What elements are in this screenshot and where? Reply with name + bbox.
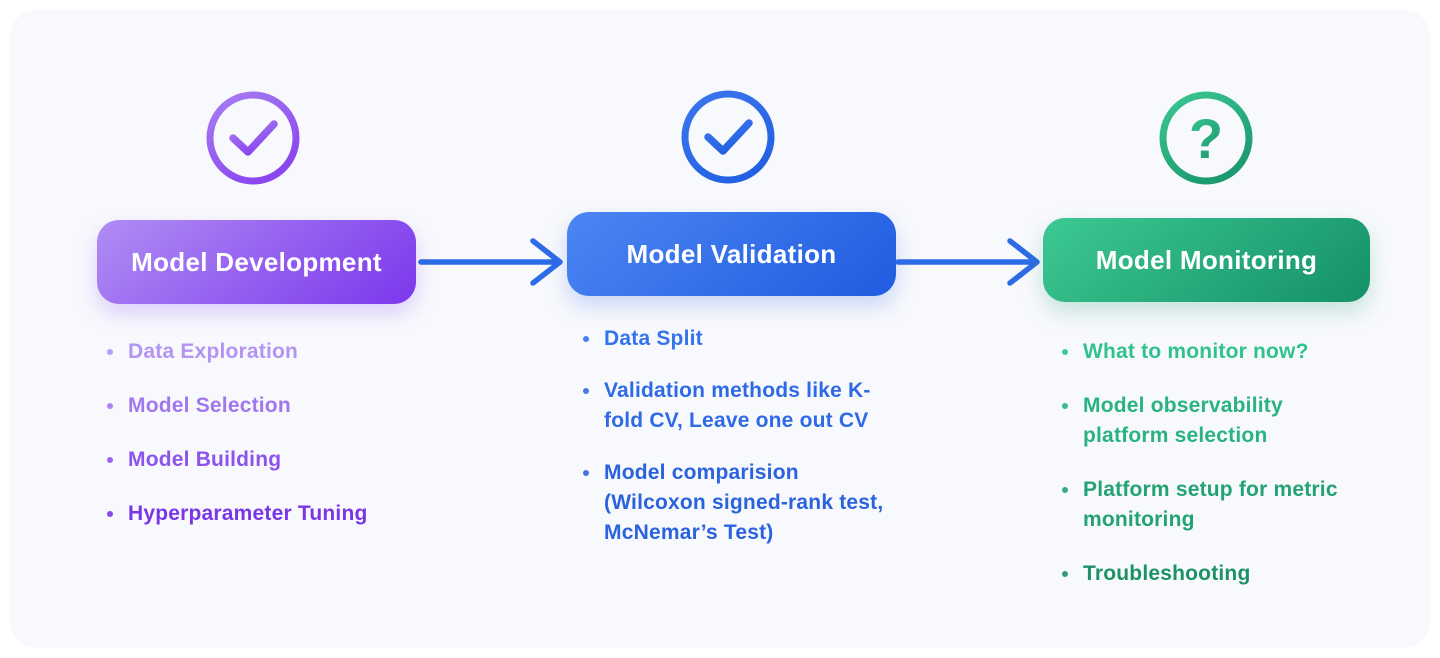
bullet-dot-icon [583, 336, 589, 342]
bullet-dot-icon [583, 470, 589, 476]
list-item-text: Troubleshooting [1083, 562, 1251, 585]
diagram-panel: Model Development Data Exploration Model… [10, 10, 1430, 648]
list-item-text: Model observability platform selection [1083, 394, 1283, 447]
stage-title: Model Monitoring [1095, 244, 1318, 275]
stage-title: Model Development [131, 246, 382, 277]
list-item-text: Data Exploration [128, 340, 299, 363]
bullet-dot-icon [583, 388, 589, 394]
list-item-text: Model Building [128, 448, 282, 471]
bullet-dot-icon [107, 511, 113, 517]
bullet-dot-icon [107, 457, 113, 463]
check-circle-icon [680, 89, 776, 185]
list-item: Validation methods like K- fold CV, Leav… [583, 376, 903, 436]
list-item-text: Validation methods like K- fold CV, Leav… [604, 379, 871, 432]
list-item: Model Selection [107, 391, 427, 421]
stage-node-model-validation: Model Validation [567, 212, 896, 296]
bullet-dot-icon [1062, 487, 1068, 493]
list-item: Data Split [583, 324, 903, 354]
bullet-dot-icon [1062, 403, 1068, 409]
stage-node-model-monitoring: Model Monitoring [1043, 218, 1370, 302]
list-item: What to monitor now? [1062, 337, 1372, 367]
stage-list-model-monitoring: What to monitor now? Model observability… [1062, 337, 1372, 613]
flow-arrow-2-icon [892, 232, 1044, 292]
bullet-dot-icon [107, 349, 113, 355]
check-circle-icon [205, 90, 301, 186]
list-item: Platform setup for metric monitoring [1062, 475, 1372, 535]
list-item: Troubleshooting [1062, 559, 1372, 589]
list-item-text: Hyperparameter Tuning [128, 502, 368, 525]
question-circle-icon: ? [1158, 90, 1254, 186]
list-item-text: What to monitor now? [1083, 340, 1309, 363]
flow-arrow-1-icon [415, 232, 567, 292]
bullet-dot-icon [107, 403, 113, 409]
stage-title: Model Validation [626, 238, 837, 269]
bullet-dot-icon [1062, 571, 1068, 577]
stage-list-model-development: Data Exploration Model Selection Model B… [107, 337, 427, 553]
stage-node-model-development: Model Development [97, 220, 416, 304]
list-item-text: Model comparision (Wilcoxon signed-rank … [604, 461, 884, 544]
bullet-dot-icon [1062, 349, 1068, 355]
list-item: Hyperparameter Tuning [107, 499, 427, 529]
stage-list-model-validation: Data Split Validation methods like K- fo… [583, 324, 903, 570]
list-item-text: Data Split [604, 327, 703, 350]
list-item: Model comparision (Wilcoxon signed-rank … [583, 458, 903, 548]
question-mark-glyph: ? [1189, 107, 1223, 170]
list-item: Model observability platform selection [1062, 391, 1372, 451]
list-item: Data Exploration [107, 337, 427, 367]
list-item-text: Model Selection [128, 394, 291, 417]
list-item-text: Platform setup for metric monitoring [1083, 478, 1338, 531]
list-item: Model Building [107, 445, 427, 475]
